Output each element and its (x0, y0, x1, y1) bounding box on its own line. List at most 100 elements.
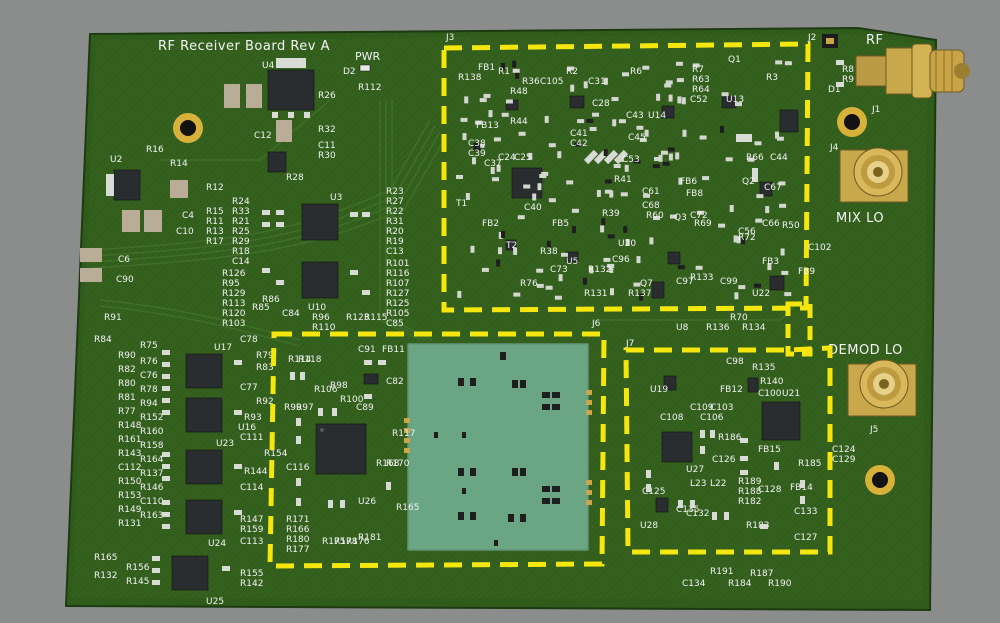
smd-passive (518, 131, 526, 136)
svg-text:R154: R154 (264, 449, 288, 459)
smd-passive (589, 266, 594, 274)
smd-passive (738, 285, 746, 290)
smd-passive (756, 194, 764, 199)
smd-passive (536, 283, 544, 288)
svg-text:R98: R98 (330, 381, 348, 391)
smd-passive (496, 259, 501, 267)
svg-text:R79: R79 (256, 351, 274, 361)
svg-text:R107: R107 (386, 279, 409, 289)
smd-passive (668, 153, 673, 161)
svg-text:C125: C125 (642, 487, 665, 497)
smd-passive (623, 225, 628, 233)
svg-text:R27: R27 (386, 197, 404, 207)
svg-text:R1: R1 (498, 67, 510, 77)
j6-passives (290, 360, 391, 508)
ic-u27: U27 (661, 431, 704, 475)
left-column-passives (152, 350, 242, 585)
smd-passive (675, 152, 680, 160)
svg-text:R129: R129 (222, 289, 246, 299)
smd-passive (456, 175, 463, 179)
mounting-hole-tl (173, 113, 203, 143)
smd-passive (541, 171, 549, 176)
svg-text:FB6: FB6 (680, 177, 697, 187)
svg-text:R175: R175 (322, 537, 345, 547)
svg-text:R158: R158 (140, 441, 164, 451)
smd-passive (620, 192, 628, 197)
svg-text:R33: R33 (232, 207, 250, 217)
svg-text:C109: C109 (690, 403, 714, 413)
smd-passive (515, 71, 520, 79)
svg-text:C25: C25 (514, 153, 532, 163)
smd-passive (612, 119, 617, 127)
smd-passive (500, 63, 505, 70)
svg-text:R20: R20 (386, 227, 404, 237)
refdes-u17: U17 (214, 343, 232, 353)
smd-passive (498, 231, 503, 239)
smd-passive (473, 143, 481, 147)
bulk-cap-1 (224, 84, 240, 108)
svg-text:R190: R190 (768, 579, 792, 589)
smd-passive (643, 193, 650, 198)
svg-text:C111: C111 (240, 433, 263, 443)
svg-text:C135: C135 (676, 505, 699, 515)
smd-passive (699, 135, 707, 140)
refdes-t2: T2 (505, 241, 517, 251)
svg-text:C40: C40 (524, 203, 542, 213)
smd-passive (639, 293, 644, 301)
svg-text:R160: R160 (140, 427, 164, 437)
smd-passive (604, 189, 612, 194)
svg-text:R76: R76 (520, 279, 538, 289)
svg-text:R149: R149 (118, 505, 142, 515)
svg-text:C114: C114 (240, 483, 264, 493)
smd-passive (582, 277, 587, 285)
demod-lo-label: DEMOD LO (828, 343, 903, 358)
ic-u17: U17 (185, 343, 232, 389)
refdes-u21: U21 (782, 389, 800, 399)
svg-text:C82: C82 (386, 377, 404, 387)
smd-passive (512, 60, 517, 68)
smd-passive (676, 78, 684, 83)
smd-passive (733, 235, 738, 243)
smd-passive (721, 92, 729, 97)
refdes-c4: C4 (182, 211, 194, 221)
svg-text:R75: R75 (140, 341, 158, 351)
refdes-r8: R8 (842, 65, 854, 75)
smd-passive (558, 274, 563, 282)
bulk-cap-2 (246, 84, 262, 108)
mounting-hole-br (865, 465, 895, 495)
smd-passive (462, 133, 467, 141)
smd-passive (639, 138, 647, 142)
smd-passive (633, 282, 641, 287)
smd-passive (488, 110, 493, 118)
smd-passive (604, 179, 612, 184)
refdes-u23: U23 (216, 439, 234, 449)
svg-text:R137: R137 (140, 469, 163, 479)
svg-text:R168: R168 (376, 459, 400, 469)
svg-text:FB12: FB12 (720, 385, 743, 395)
smd-passive (765, 206, 770, 214)
svg-text:C28: C28 (592, 99, 610, 109)
smd-passive (610, 288, 614, 296)
svg-text:FB13: FB13 (476, 121, 499, 131)
svg-text:C43: C43 (626, 111, 644, 121)
shield-frame-j6 (267, 331, 607, 569)
smd-passive (656, 93, 661, 101)
smd-passive (496, 164, 501, 172)
svg-text:C116: C116 (286, 463, 310, 473)
ic-u16: U16 (185, 397, 256, 433)
smd-passive (554, 295, 562, 300)
svg-text:R41: R41 (614, 175, 632, 185)
smd-passive (775, 60, 783, 65)
smd-passive (607, 234, 615, 239)
smd-passive (736, 236, 741, 244)
svg-text:R105: R105 (386, 309, 409, 319)
refdes-r32: R32 (318, 125, 336, 135)
svg-text:R70: R70 (730, 313, 748, 323)
j3-designators: R1 R2 R6 R7 R3 C31 C28 C24 C25 C38 C39 C… (458, 63, 831, 333)
refdes-j6: J6 (591, 319, 601, 329)
svg-text:C105: C105 (540, 77, 563, 87)
smd-passive (729, 205, 734, 212)
smd-passive (784, 61, 792, 66)
svg-text:R166: R166 (286, 525, 310, 535)
cap-c6 (80, 248, 102, 262)
